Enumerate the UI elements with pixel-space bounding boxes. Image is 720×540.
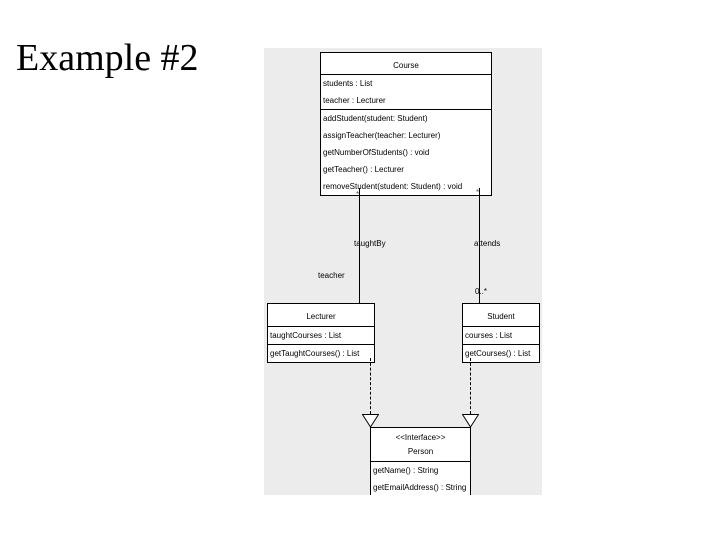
- multiplicity-course-student-source: *: [476, 188, 480, 197]
- realization-line-student-person: [470, 358, 471, 414]
- uml-attribute-compartment: taughtCourses : List: [268, 327, 374, 345]
- multiplicity-course-lecturer-source: *: [356, 190, 360, 199]
- uml-class-student[interactable]: Student courses : List getCourses() : Li…: [462, 303, 540, 363]
- uml-operation: getTaughtCourses() : List: [270, 349, 360, 358]
- uml-operation: getTeacher() : Lecturer: [323, 165, 404, 174]
- association-line-course-student: [479, 188, 480, 303]
- uml-operation: assignTeacher(teacher: Lecturer): [323, 131, 441, 140]
- uml-class-name-compartment: Student: [463, 304, 539, 327]
- uml-operation-compartment: getName() : String getEmailAddress() : S…: [371, 462, 470, 495]
- uml-class-course[interactable]: Course students : List teacher : Lecture…: [320, 52, 492, 196]
- uml-attribute-compartment: courses : List: [463, 327, 539, 345]
- uml-operation: getCourses() : List: [465, 349, 531, 358]
- uml-operation: addStudent(student: Student): [323, 114, 428, 123]
- uml-interface-person[interactable]: <<Interface>> Person getName() : String …: [370, 427, 471, 495]
- uml-operation-compartment: getTaughtCourses() : List: [268, 345, 374, 362]
- uml-stereotype: <<Interface>>: [395, 433, 446, 442]
- uml-class-name: Student: [487, 312, 515, 321]
- realization-line-lecturer-person: [370, 358, 371, 414]
- uml-class-lecturer[interactable]: Lecturer taughtCourses : List getTaughtC…: [267, 303, 375, 363]
- association-line-course-lecturer: [359, 188, 360, 303]
- uml-operation-compartment: addStudent(student: Student) assignTeach…: [321, 110, 491, 195]
- uml-operation-compartment: getCourses() : List: [463, 345, 539, 362]
- uml-operation: getNumberOfStudents() : void: [323, 148, 430, 157]
- uml-class-name: Course: [393, 61, 419, 70]
- multiplicity-course-student-target: 0..*: [475, 287, 488, 296]
- uml-class-diagram: Course students : List teacher : Lecture…: [264, 48, 542, 495]
- uml-class-name-compartment: <<Interface>> Person: [371, 428, 470, 462]
- uml-operation: removeStudent(student: Student) : void: [323, 182, 463, 191]
- role-label-teacher: teacher: [318, 271, 345, 280]
- uml-attribute-compartment: students : List teacher : Lecturer: [321, 75, 491, 110]
- uml-attribute: teacher : Lecturer: [323, 96, 386, 105]
- uml-class-name: Person: [407, 447, 434, 456]
- uml-operation: getName() : String: [373, 466, 439, 475]
- uml-class-name: Lecturer: [306, 312, 336, 321]
- uml-class-name-compartment: Course: [321, 53, 491, 75]
- page-title: Example #2: [16, 37, 199, 79]
- association-label-attends: attends: [474, 239, 501, 248]
- uml-class-name-compartment: Lecturer: [268, 304, 374, 327]
- association-label-taughtby: taughtBy: [354, 239, 386, 248]
- uml-attribute: students : List: [323, 79, 373, 88]
- uml-attribute: courses : List: [465, 331, 513, 340]
- uml-attribute: taughtCourses : List: [270, 331, 342, 340]
- uml-operation: getEmailAddress() : String: [373, 483, 467, 492]
